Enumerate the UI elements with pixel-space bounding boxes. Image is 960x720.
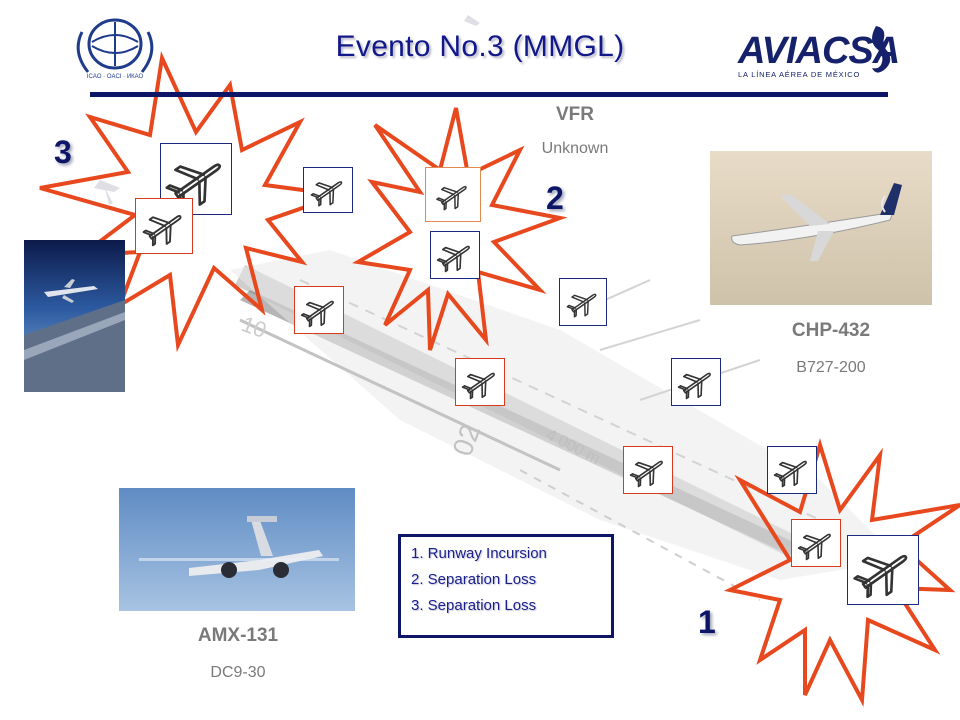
event-number-1: 1: [698, 604, 716, 640]
airplane-icon: [165, 163, 222, 208]
aircraft-position-marker: [767, 446, 817, 494]
b727-aircraft-photo: [710, 151, 932, 305]
airplane-icon: [300, 300, 334, 328]
aircraft-position-marker: [430, 231, 480, 279]
icao-logo: ICAO · OACI · ИКАО: [70, 12, 160, 82]
airplane-icon: [677, 372, 711, 400]
seahorse-icon: [872, 26, 891, 73]
airplane-icon: [310, 181, 343, 207]
airplane-icon: [436, 245, 470, 273]
aircraft-position-marker: [294, 286, 344, 334]
event-number-2: 2: [546, 180, 564, 216]
aircraft-position-marker: [559, 278, 607, 326]
aviacsa-tagline: LA LÍNEA AÉREA DE MÉXICO: [738, 70, 861, 79]
vfr-sublabel: Unknown: [541, 140, 609, 157]
in-flight-window-photo: [24, 240, 125, 392]
amx-sublabel: DC9-30: [210, 664, 266, 681]
dc9-aircraft-photo: [119, 488, 355, 611]
legend-item-1: 1. Runway Incursion: [411, 545, 547, 562]
starburst-event-2: [352, 107, 568, 351]
svg-text:ICAO · OACI · ИКАО: ICAO · OACI · ИКАО: [87, 74, 144, 80]
aircraft-position-marker: [303, 167, 353, 213]
airplane-icon: [566, 293, 597, 318]
airplane-icon: [853, 554, 908, 599]
page-title: Evento No.3 (MMGL): [335, 30, 625, 63]
chart-glyph: 10: [238, 311, 270, 343]
airplane-icon: [461, 372, 495, 400]
airplane-icon: [773, 460, 807, 488]
chp-label: CHP-432: [791, 320, 871, 341]
airplane-icon: [436, 185, 467, 211]
airplane-icon: [142, 215, 182, 247]
title-underline: [90, 92, 888, 97]
amx-label: AMX-131: [197, 625, 279, 646]
aircraft-position-marker: [623, 446, 673, 494]
aircraft-position-marker: [671, 358, 721, 406]
aircraft-position-marker: [791, 519, 841, 567]
aircraft-position-marker: [135, 198, 193, 254]
legend-item-3: 3. Separation Loss: [411, 597, 537, 614]
event-legend: 1. Runway Incursion 2. Separation Loss 3…: [398, 534, 614, 638]
airplane-icon: [629, 460, 663, 488]
airplane-icon: [797, 533, 831, 561]
aircraft-position-marker: [425, 167, 481, 222]
legend-item-2: 2. Separation Loss: [411, 571, 537, 588]
aircraft-position-marker: [847, 535, 919, 605]
event-number-3: 3: [54, 134, 72, 170]
chp-sublabel: B727-200: [796, 359, 866, 376]
vfr-label: VFR: [556, 104, 594, 125]
watermark-planes: [94, 15, 480, 205]
aircraft-position-marker: [455, 358, 505, 406]
